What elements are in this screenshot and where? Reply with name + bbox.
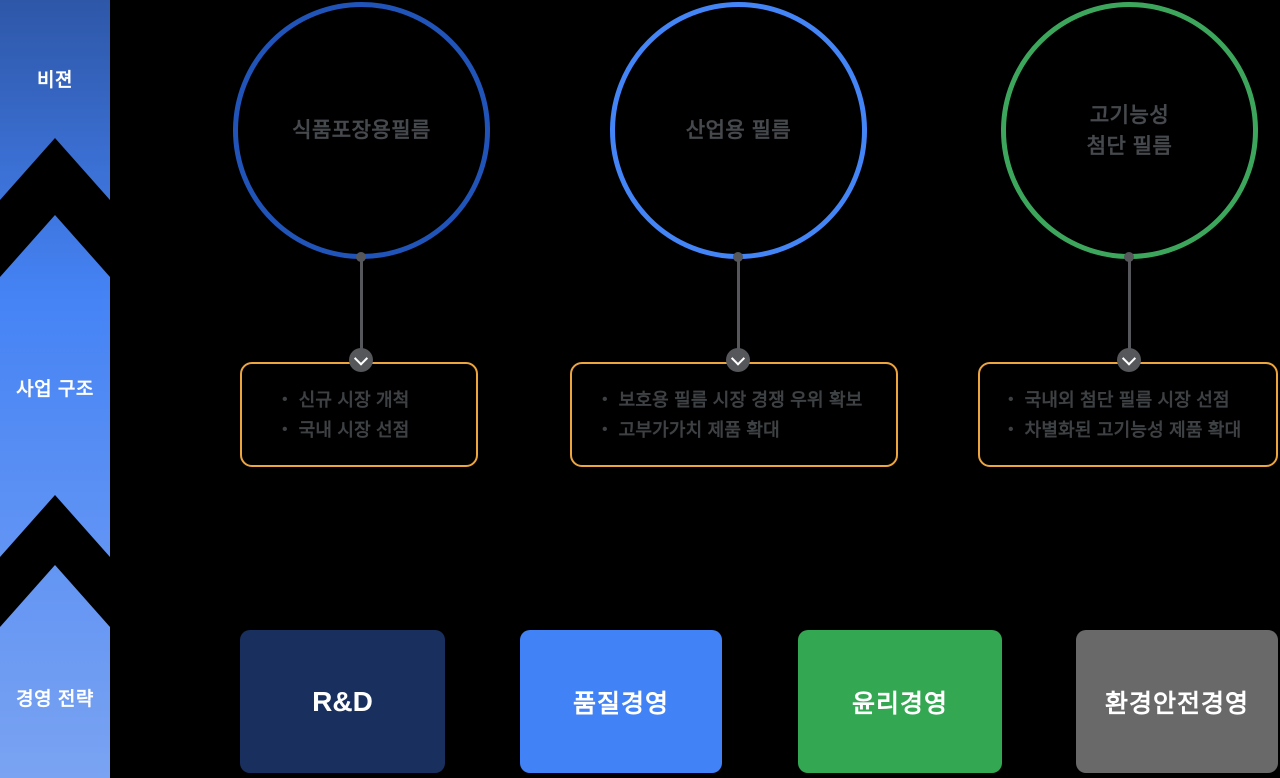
connector-line [360,258,363,350]
bullet-text: 보호용 필름 시장 경쟁 우위 확보 [618,389,863,410]
business-box-industrial: • 보호용 필름 시장 경쟁 우위 확보 • 고부가가치 제품 확대 [570,362,898,467]
sidebar-label-vision: 비젼 [37,70,73,91]
strategy-label: 환경안전경영 [1104,689,1249,718]
bullet-text: 신규 시장 개척 [298,389,410,410]
sidebar-segment-vision [0,0,110,200]
sidebar-label-business: 사업 구조 [16,379,94,400]
vision-circle-label: 고기능성 첨단 필름 [1086,103,1173,158]
strategy-box-rnd: R&D [240,630,445,773]
connector-dot [356,252,366,262]
bullet-icon: • [602,390,608,408]
bullet-text: 국내외 첨단 필름 시장 선점 [1024,389,1230,410]
business-box-food-packaging: • 신규 시장 개척 • 국내 시장 선점 [240,362,478,467]
bullet-icon: • [1008,420,1014,438]
bullet-icon: • [602,420,608,438]
chevron-down-icon [353,351,369,366]
strategy-box-ethics: 윤리경영 [798,630,1002,773]
bullet-text: 고부가가치 제품 확대 [618,419,780,440]
strategy-label: R&D [312,685,373,717]
vision-circle-advanced-film: 고기능성 첨단 필름 [1001,2,1258,259]
strategy-label: 품질경영 [572,689,669,718]
strategy-box-environment-safety: 환경안전경영 [1076,630,1278,773]
vision-circle-food-packaging-film: 식품포장용필름 [233,2,490,259]
sidebar-arrow-column [0,0,110,778]
vision-circle-industrial-film: 산업용 필름 [610,2,867,259]
strategy-box-quality: 품질경영 [520,630,722,773]
business-box-advanced: • 국내외 첨단 필름 시장 선점 • 차별화된 고기능성 제품 확대 [978,362,1278,467]
vision-circle-label: 식품포장용필름 [292,119,431,142]
chevron-down-icon [1121,351,1137,366]
bullet-text: 국내 시장 선점 [298,419,410,440]
bullet-text: 차별화된 고기능성 제품 확대 [1024,419,1242,440]
sidebar-segment-business [0,215,110,557]
sidebar-segment-strategy [0,565,110,778]
bullet-icon: • [282,390,288,408]
vision-circle-label: 산업용 필름 [685,119,792,142]
connector-line [1128,258,1131,350]
chevron-down-badge [726,348,750,372]
strategy-label: 윤리경영 [851,689,948,718]
chevron-down-icon [730,351,746,366]
sidebar-label-strategy: 경영 전략 [16,689,94,710]
bullet-icon: • [282,420,288,438]
chevron-down-badge [349,348,373,372]
bullet-icon: • [1008,390,1014,408]
connector-dot [733,252,743,262]
chevron-down-badge [1117,348,1141,372]
connector-dot [1124,252,1134,262]
connector-line [737,258,740,350]
